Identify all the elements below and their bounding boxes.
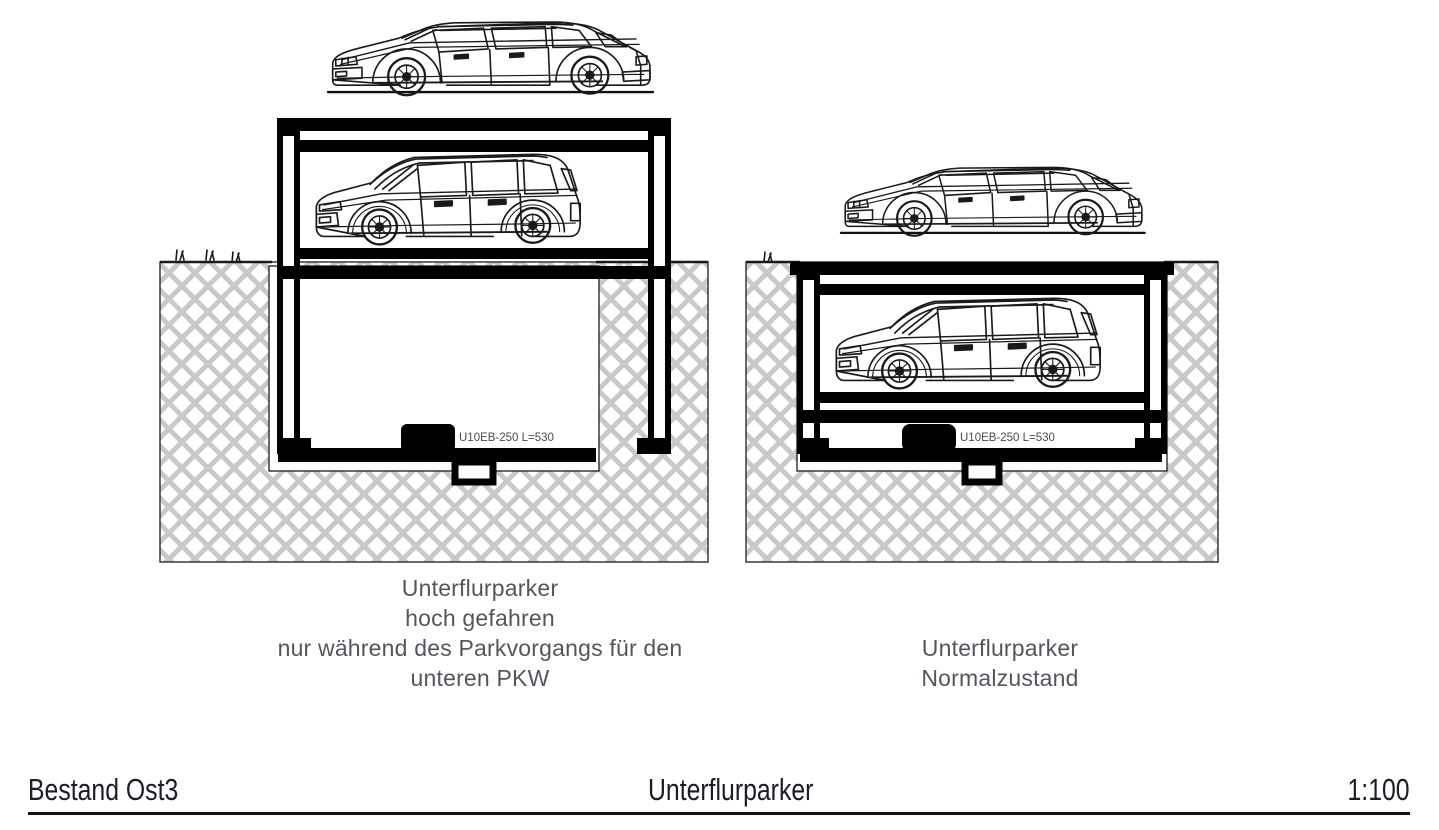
- ground-line-right: [746, 251, 1218, 264]
- lift-platform-left[interactable]: [277, 118, 671, 279]
- grass-icon: [205, 249, 215, 261]
- caption-left-line-3: nur während des Parkvorgangs für den: [277, 635, 683, 661]
- caption-left: Unterflurparker hoch gefahren nur währen…: [0, 573, 960, 693]
- pit-floor-left: [278, 448, 596, 486]
- grass-icon: [231, 251, 241, 263]
- cylinder-label-left: U10EB-250 L=530: [459, 432, 554, 444]
- title-block-scale: 1:100: [1347, 772, 1410, 807]
- caption-left-line-2: hoch gefahren: [405, 605, 555, 631]
- vehicle-wagon-left: [326, 20, 655, 97]
- cylinder-label-right: U10EB-250 L=530: [960, 432, 1055, 444]
- guide-columns-left: [277, 122, 671, 454]
- caption-left-line-4: unteren PKW: [410, 665, 550, 691]
- vehicle-wagon-right: [839, 166, 1146, 237]
- title-block: Bestand Ost3 Unterflurparker 1:100: [28, 772, 1410, 815]
- hydraulic-cylinder-left: [401, 424, 455, 452]
- soil-block-left: [159, 261, 709, 563]
- grass-icon: [763, 251, 773, 263]
- pit-floor-right: [800, 448, 1162, 486]
- caption-right: Unterflurparker Normalzustand: [760, 633, 1240, 693]
- unit-right: U10EB-250 L=530: [745, 166, 1219, 563]
- caption-left-line-1: Unterflurparker: [401, 575, 559, 601]
- caption-right-line-1: Unterflurparker: [921, 635, 1079, 661]
- grass-icon: [175, 249, 185, 261]
- lift-platform-right[interactable]: [790, 262, 1174, 423]
- guide-columns-right: [797, 266, 1167, 454]
- caption-right-line-2: Normalzustand: [921, 665, 1079, 691]
- vehicle-mpv-left: [315, 153, 582, 246]
- title-block-drawing-name: Unterflurparker: [648, 772, 814, 807]
- hydraulic-cylinder-right: [902, 424, 956, 452]
- title-block-project: Bestand Ost3: [28, 772, 179, 807]
- unit-left: U10EB-250 L=530: [159, 20, 709, 563]
